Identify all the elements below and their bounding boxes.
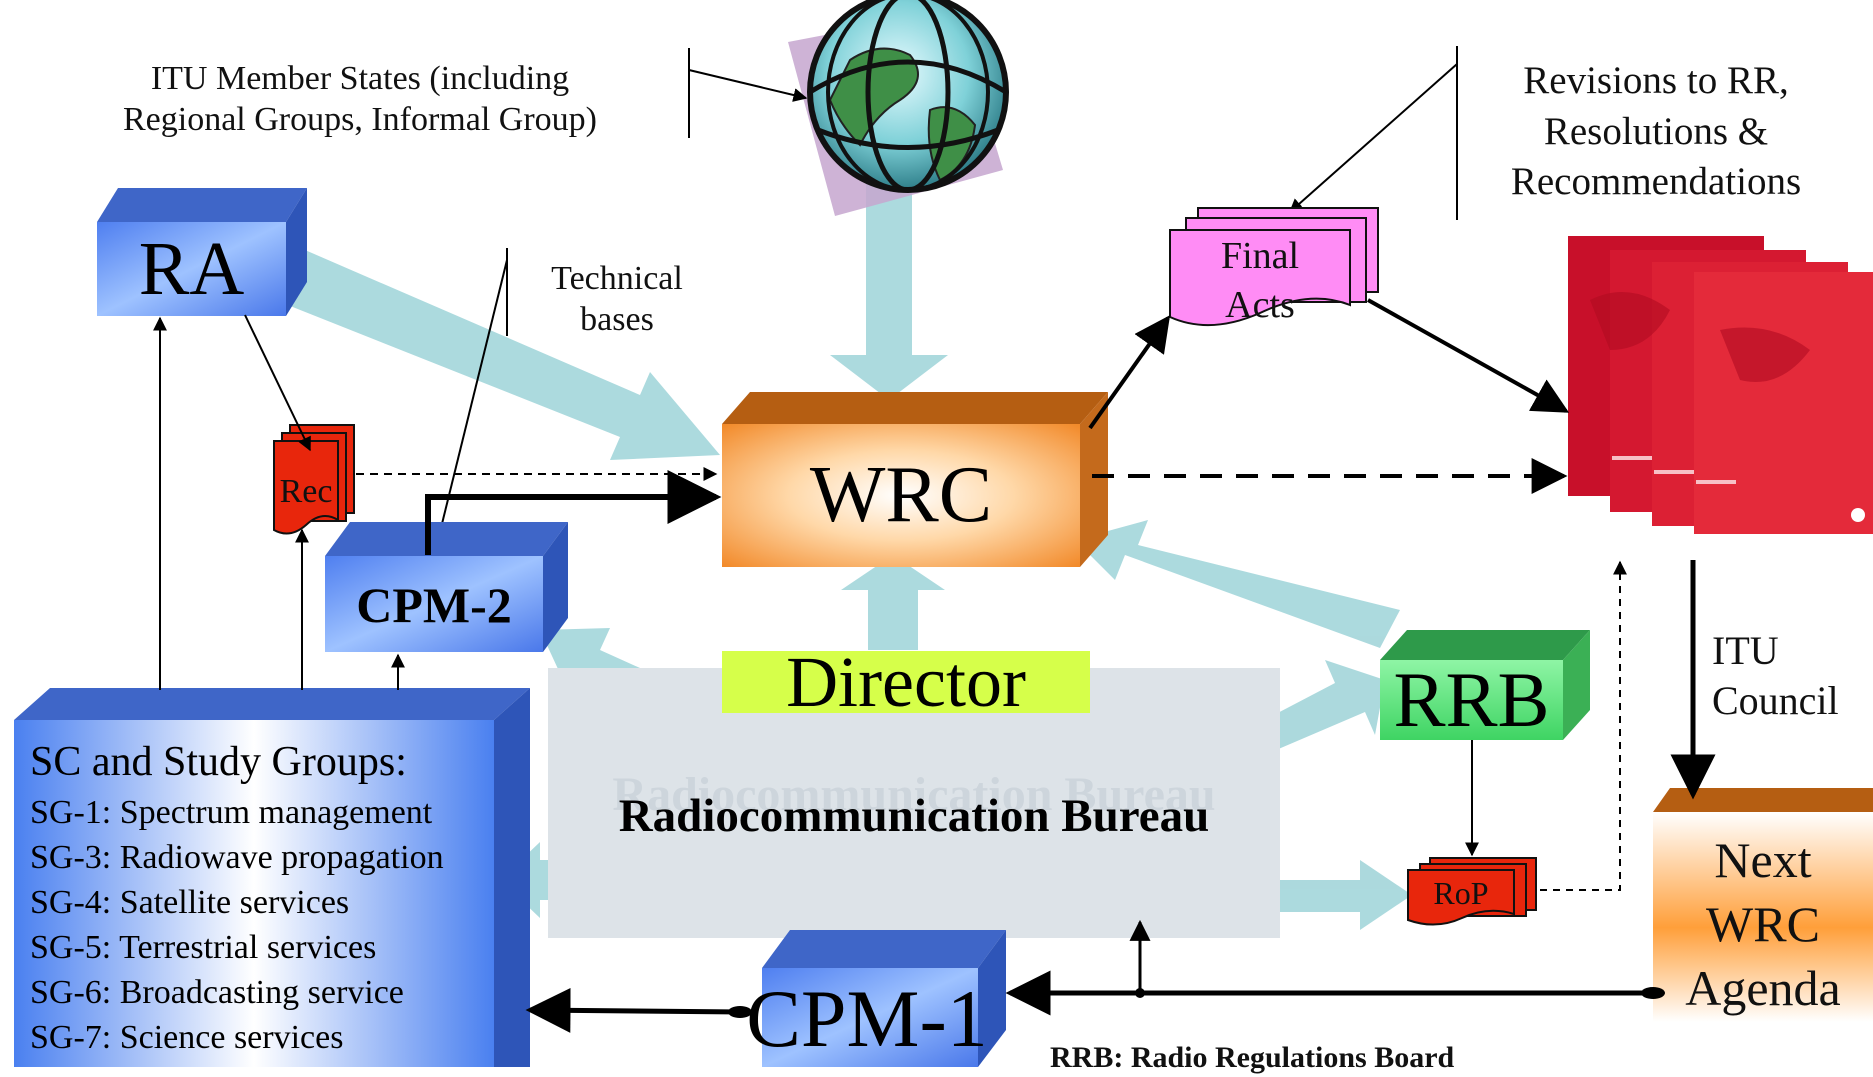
flow-arrow-globe-to-wrc: [830, 180, 948, 400]
final-acts-line1: Final: [1220, 235, 1300, 277]
ra-label: RA: [138, 226, 245, 311]
itu-council-line1: ITU: [1712, 628, 1779, 673]
itu-council-label: ITU Council: [1712, 626, 1872, 726]
member-states-label: ITU Member States (including Regional Gr…: [80, 58, 640, 141]
flow-arrow-ra-to-wrc: [265, 250, 720, 460]
footnote-rrb: RRB: Radio Regulations Board: [1050, 1041, 1455, 1074]
wrc-label: WRC: [809, 451, 993, 539]
rrb-label: RRB: [1393, 656, 1550, 743]
next-wrc-line2: WRC: [1706, 896, 1820, 952]
next-wrc-agenda-label: Next WRC Agenda: [1653, 828, 1873, 1020]
wrc-box: [722, 392, 1108, 567]
globe-icon: [788, 0, 1009, 216]
next-wrc-line3: Agenda: [1685, 960, 1841, 1016]
study-groups-box: [14, 688, 530, 1067]
flow-arrow-rrb-to-wrc: [1075, 520, 1400, 648]
revisions-line2: Resolutions &: [1543, 109, 1769, 153]
sg-item-6: SG-7: Science services: [30, 1019, 344, 1056]
technical-bases-line1: Technical: [551, 260, 683, 297]
callout-lines: [434, 46, 1458, 542]
sg-item-4: SG-5: Terrestrial services: [30, 929, 377, 966]
cpm1-label: CPM-1: [746, 972, 988, 1064]
flow-arrow-director-to-wrc: [841, 555, 945, 650]
sg-item-2: SG-3: Radiowave propagation: [30, 839, 444, 876]
next-wrc-agenda-box: [1653, 788, 1873, 1022]
rrb-box: [1380, 630, 1590, 740]
sg-line-end-cap: [728, 1006, 752, 1018]
bureau-ghost-label: Radiocommunication Bureau: [612, 767, 1216, 821]
itu-council-line2: Council: [1712, 678, 1839, 723]
next-wrc-line1: Next: [1714, 832, 1812, 888]
sg-item-5: SG-6: Broadcasting service: [30, 974, 404, 1011]
radio-regulations-books: [1568, 236, 1873, 534]
flow-arrow-bureau-to-rop: [1265, 860, 1412, 930]
connector-arrows: [153, 298, 1716, 1033]
junction-dot: [1135, 988, 1145, 998]
final-acts-document-icon: [1169, 207, 1379, 326]
cpm2-label: CPM-2: [356, 577, 512, 633]
bureau-label: Radiocommunication Bureau: [618, 790, 1210, 842]
member-states-line2: Regional Groups, Informal Group): [122, 101, 597, 139]
ra-box: [97, 188, 307, 316]
rec-label: Rec: [279, 473, 333, 510]
director-box: [722, 651, 1090, 713]
member-states-line1: ITU Member States (including: [150, 60, 570, 97]
cpm1-line-end-cap: [1641, 987, 1665, 999]
cpm1-box: [762, 930, 1006, 1067]
revisions-line1: Revisions to RR,: [1523, 59, 1789, 102]
final-acts-line2: Acts: [1225, 284, 1295, 327]
director-label: Director: [786, 641, 1026, 722]
technical-bases-label: Technical bases: [520, 258, 714, 341]
rop-label: RoP: [1433, 874, 1489, 911]
technical-bases-line2: bases: [580, 301, 654, 339]
study-groups-title: SC and Study Groups:: [30, 739, 407, 785]
cpm2-box: [325, 522, 568, 652]
sg-item-3: SG-4: Satellite services: [30, 884, 350, 921]
revisions-label: Revisions to RR, Resolutions & Recommend…: [1470, 56, 1842, 208]
final-acts-label: Final Acts: [1170, 232, 1350, 331]
rop-document-icon: [1407, 857, 1537, 926]
sg-item-1: SG-1: Spectrum management: [30, 794, 433, 831]
revisions-line3: Recommendations: [1510, 160, 1802, 204]
